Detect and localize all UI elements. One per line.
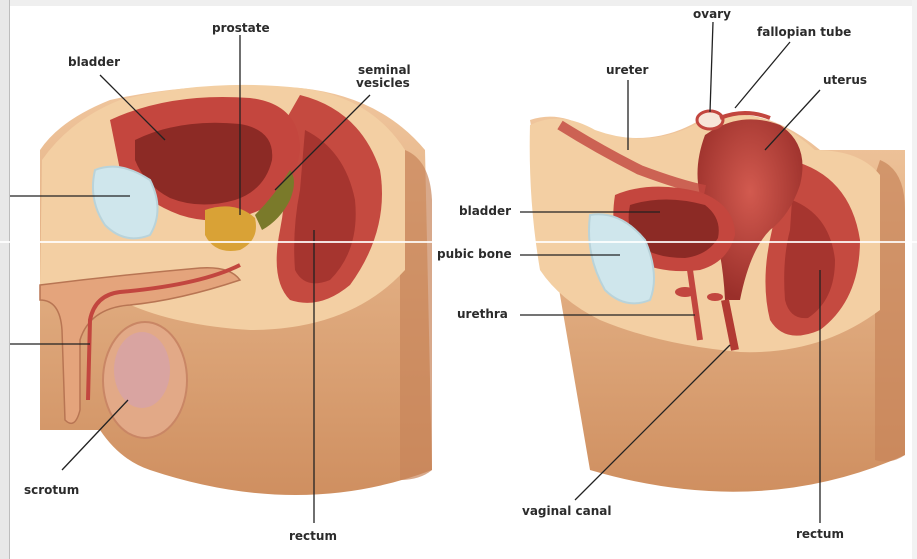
male-prostate-label: prostate [212,22,270,35]
female-pelvis-figure [520,22,905,523]
male-bladder-label: bladder [68,56,120,69]
male-rectum-label: rectum [289,530,337,543]
female-ovary-leader [710,22,713,112]
female-pubic-bone-label: pubic bone [437,248,512,261]
female-bladder-label: bladder [459,205,511,218]
female-ovary-label: ovary [693,8,731,21]
female-pubic-detail-1 [675,287,695,297]
female-pubic-detail-2 [707,293,723,301]
female-fallopian-leader [735,42,790,108]
male-vesicles-label: vesicles [356,77,410,90]
female-rectum-label: rectum [796,528,844,541]
female-ovary [697,111,723,129]
female-vaginal-canal-label: vaginal canal [522,505,612,518]
female-uterus-label: uterus [823,74,867,87]
male-pelvis-figure [10,35,432,523]
female-urethra-label: urethra [457,308,508,321]
female-ureter-label: ureter [606,64,648,77]
male-scrotum-label: scrotum [24,484,79,497]
male-prostate [205,206,256,251]
image-seam-line [0,241,917,243]
female-fallopian-tube-label: fallopian tube [757,26,851,39]
male-testis [114,332,170,408]
